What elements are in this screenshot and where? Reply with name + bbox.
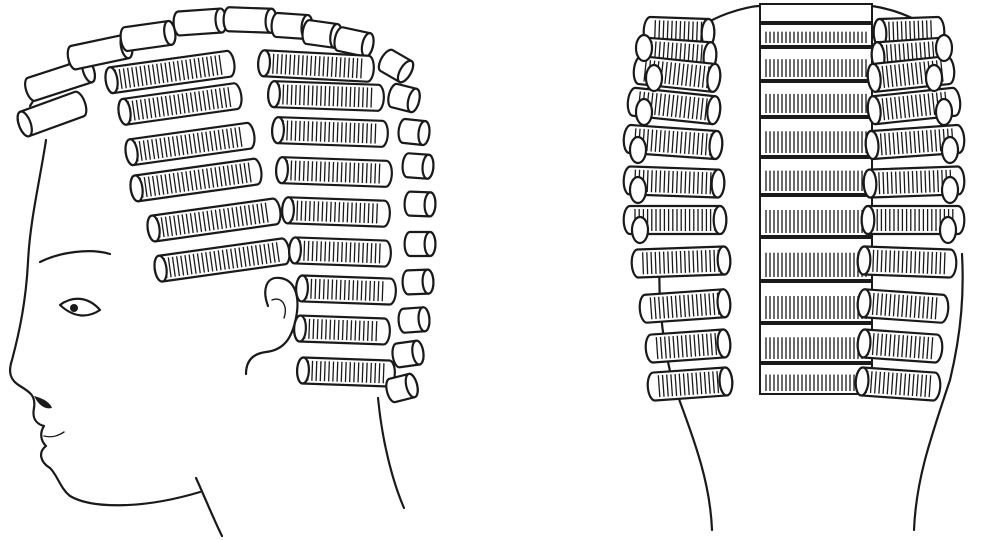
nape-roller <box>404 191 436 216</box>
section-roller-middle <box>282 197 391 227</box>
nape-roller <box>398 307 430 333</box>
back-left-roller <box>639 289 731 323</box>
back-right-rollers <box>855 17 965 401</box>
back-right-roller <box>857 246 957 277</box>
section-roller-front <box>129 158 263 202</box>
section-roller-middle <box>289 237 392 267</box>
edge-cap <box>630 137 646 163</box>
edge-cap <box>936 35 952 61</box>
edge-cap <box>636 99 652 125</box>
section-roller-middle <box>297 357 396 386</box>
back-left-roller <box>645 329 731 363</box>
crown-roller <box>173 8 227 36</box>
edge-cap <box>940 217 956 243</box>
center-section <box>760 118 872 156</box>
back-left-roller <box>647 367 733 401</box>
center-section <box>760 4 872 22</box>
center-section <box>760 24 872 46</box>
section-roller-front <box>153 238 291 283</box>
nape-roller <box>386 83 422 114</box>
center-section <box>760 48 872 80</box>
back-right-roller <box>855 367 941 401</box>
back-left-rollers <box>623 17 733 401</box>
nape-roller <box>402 153 434 179</box>
back-center-section <box>760 4 872 394</box>
back-left-roller <box>631 246 731 277</box>
back-view-figure <box>600 0 988 540</box>
front-roller <box>15 90 89 138</box>
nape-roller <box>391 340 425 368</box>
center-section <box>760 238 872 280</box>
nape-roller <box>397 118 430 145</box>
center-section <box>760 324 872 362</box>
section-roller-middle <box>268 81 385 111</box>
edge-cap <box>636 35 652 61</box>
crown-roller <box>223 7 277 33</box>
section-roller-middle <box>276 157 393 187</box>
center-section <box>760 82 872 116</box>
section-roller-middle <box>272 117 389 147</box>
edge-cap <box>942 137 958 163</box>
edge-cap <box>936 99 952 125</box>
side-view-rollers <box>15 7 436 403</box>
crown-roller <box>119 20 177 51</box>
crown-roller <box>333 26 376 58</box>
section-roller-front <box>146 198 282 242</box>
side-view-figure <box>0 0 470 540</box>
edge-cap <box>646 65 662 91</box>
center-section <box>760 158 872 194</box>
nape-roller <box>376 47 416 84</box>
edge-cap <box>942 177 958 203</box>
edge-cap <box>926 65 942 91</box>
section-roller-middle <box>296 275 397 304</box>
center-section <box>760 196 872 236</box>
section-roller-front <box>124 122 256 166</box>
nape-roller <box>405 232 436 256</box>
edge-cap <box>630 177 646 203</box>
section-roller-middle <box>294 315 391 344</box>
section-roller-middle <box>258 50 375 82</box>
nape-roller <box>402 269 434 294</box>
edge-cap <box>632 217 648 243</box>
center-section <box>760 282 872 322</box>
back-right-roller <box>857 289 949 323</box>
back-right-roller <box>857 329 943 363</box>
